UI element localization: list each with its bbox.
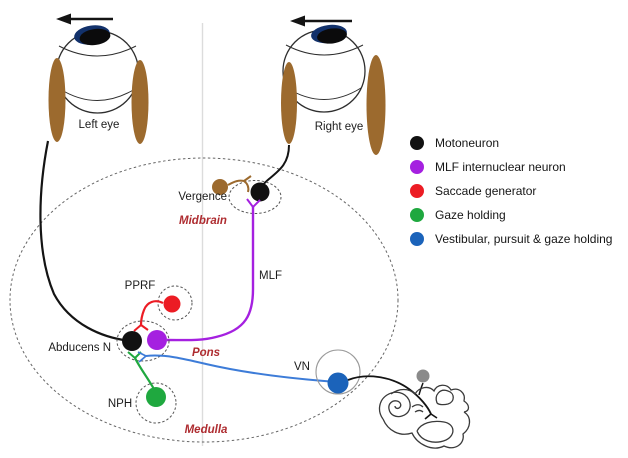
gaze-holding-axon [134, 357, 155, 390]
legend: Motoneuron MLF internuclear neuron Sacca… [410, 135, 612, 255]
vestibular-axon [145, 354, 338, 383]
legend-label: MLF internuclear neuron [435, 159, 566, 174]
abducens-motoneuron-dot [122, 331, 142, 351]
right-iris-arc [285, 44, 364, 56]
legend-label: Saccade generator [435, 183, 537, 198]
vestibular-ganglion-dot [416, 369, 430, 383]
left-eye-lower-arc [59, 88, 136, 101]
mlf-pathway [166, 198, 261, 342]
pprf-outline [157, 285, 193, 321]
cochlea-spiral [378, 391, 411, 420]
right-eye-label: Right eye [314, 121, 364, 133]
legend-label: Gaze holding [435, 207, 506, 222]
vestibular-pathway [137, 351, 338, 383]
abducens-nucleus-outline [116, 320, 170, 362]
mlf-label: MLF [259, 270, 282, 282]
left-medial-rectus-muscle [131, 60, 149, 144]
legend-item-saccade-generator: Saccade generator [410, 183, 612, 198]
pons-region-label: Pons [191, 347, 221, 359]
right-medial-rectus-muscle [281, 62, 297, 144]
right-eye [281, 15, 386, 155]
abducens-to-lateral-rectus-axon [39, 140, 132, 343]
medial-rectus-motoneuron-dot [250, 182, 270, 202]
legend-item-motoneuron: Motoneuron [410, 135, 612, 150]
nph-neuron-dot [146, 387, 166, 407]
midbrain-region-label: Midbrain [179, 215, 227, 227]
legend-label: Vestibular, pursuit & gaze holding [435, 231, 613, 246]
left-iris-arc [58, 45, 137, 57]
labyrinth-top-outline [390, 384, 470, 413]
labyrinth-bottom-outline [382, 411, 471, 449]
nph-outline [135, 382, 177, 424]
vn-outline [315, 349, 361, 395]
legend-label: Motoneuron [435, 135, 500, 150]
labyrinth-afferent-axon [347, 375, 432, 415]
gaze-holding-pathway [127, 351, 155, 390]
left-eye-label: Left eye [78, 119, 120, 131]
legend-item-vestibular: Vestibular, pursuit & gaze holding [410, 231, 612, 246]
semicircular-canal-upper [435, 389, 454, 406]
saccade-generator-dot [163, 295, 181, 313]
right-gaze-arrowhead-icon [290, 15, 305, 27]
inner-ear-labyrinth [378, 384, 471, 449]
vn-label: VN [294, 361, 310, 373]
labyrinth-afferent-fork [424, 413, 438, 420]
mlf-axon [166, 207, 255, 342]
mlf-internuclear-neuron-dot [147, 330, 167, 350]
gaze-holding-dot-icon [410, 207, 424, 222]
pprf-label: PPRF [124, 280, 156, 292]
vergence-label: Vergence [178, 191, 227, 203]
saccade-axon [139, 300, 164, 326]
vergence-dendrites [227, 175, 252, 193]
vestibular-nucleus-dot [327, 372, 349, 394]
oculomotor-nucleus-group [212, 175, 282, 214]
vergence-neuron-dot [212, 179, 228, 195]
mlf-internuclear-dot-icon [410, 159, 424, 174]
medulla-region-label: Medulla [184, 424, 228, 436]
saccade-pathway [133, 300, 164, 332]
brainstem-outline [9, 157, 399, 443]
legend-item-mlf-internuclear: MLF internuclear neuron [410, 159, 612, 174]
vestibular-dot-icon [410, 231, 424, 246]
left-lateral-rectus-muscle [48, 58, 66, 142]
oculomotor-nucleus-outline [228, 180, 282, 214]
saccade-generator-dot-icon [410, 183, 424, 198]
abducens-label: Abducens N [48, 342, 111, 354]
vestibular-synapse-fork [137, 351, 147, 363]
motoneuron-dot-icon [410, 135, 424, 150]
right-pupil [317, 28, 347, 44]
left-gaze-arrowhead-icon [56, 13, 71, 25]
vestibule-marks [411, 404, 424, 413]
legend-item-gaze-holding: Gaze holding [410, 207, 612, 222]
left-pupil [79, 28, 111, 46]
nph-label: NPH [107, 398, 133, 410]
mlf-synapse-fork [246, 198, 261, 208]
right-lateral-rectus-muscle [366, 55, 386, 155]
left-eye [48, 13, 149, 144]
saccade-synapse-fork [133, 324, 149, 332]
semicircular-canal-lower [416, 420, 454, 443]
